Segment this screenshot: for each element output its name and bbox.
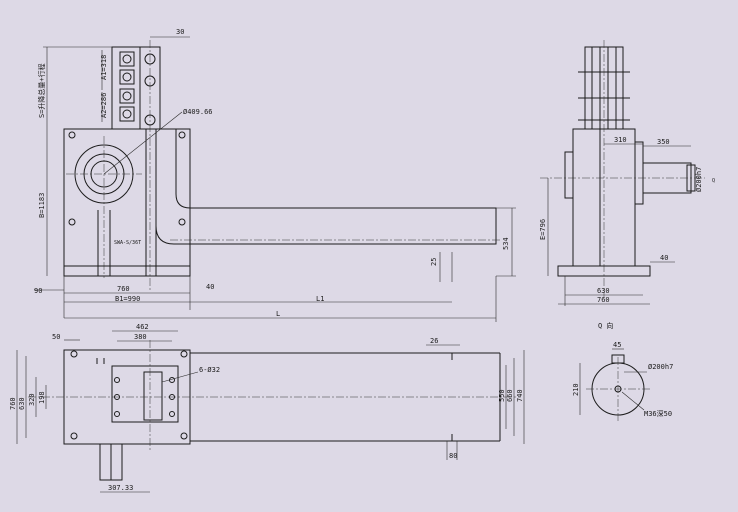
dim-l1-label: L1: [316, 295, 324, 303]
top-dim-380-label: 380: [134, 333, 147, 341]
dim-25-label: 25: [430, 258, 438, 266]
top-dim-630-label: 630: [18, 397, 26, 410]
top-dim-307-label: 307.33: [108, 484, 133, 492]
dim-90-label: 90: [34, 287, 42, 295]
dim-40-label: 40: [206, 283, 214, 291]
side-dim-shaft-label: Ø200h7: [695, 167, 703, 192]
top-view: 50 462 380 6-Ø32 760 630 320 198 26 550 …: [9, 323, 525, 493]
side-dim-350-label: 350: [657, 138, 670, 146]
dim-30-label: 30: [176, 28, 184, 36]
q-dim-thread-label: M36深50: [644, 409, 672, 418]
q-dim-45-label: 45: [613, 341, 621, 349]
nameplate-label: SWA-S/36T: [114, 240, 141, 246]
side-dim-630-label: 630: [597, 287, 610, 295]
side-view: 310 350 Ø200h7 Q E=796 40 630 760: [539, 40, 715, 306]
dim-760-label: 760: [117, 285, 130, 293]
top-dim-80-label: 80: [449, 452, 457, 460]
top-dim-740-label: 740: [516, 389, 524, 402]
dim-l-label: L: [276, 310, 280, 318]
side-dim-40-label: 40: [660, 254, 668, 262]
q-view: Q 向 45 Ø200h7 210 M36深50: [572, 321, 673, 421]
side-dim-310-label: 310: [614, 136, 627, 144]
dim-b1-label: B1=990: [115, 295, 140, 303]
dim-b-label: B=1183: [38, 193, 46, 218]
top-dim-550-label: 550: [498, 389, 506, 402]
top-dim-760-label: 760: [9, 397, 17, 410]
q-view-title: Q 向: [598, 321, 613, 330]
top-dim-26-label: 26: [430, 337, 438, 345]
q-dim-210-label: 210: [572, 383, 580, 396]
top-dim-holes-label: 6-Ø32: [199, 366, 220, 374]
q-dim-shaft-label: Ø200h7: [648, 363, 673, 371]
dim-a2-label: A2=286: [100, 93, 108, 118]
dim-534-label: 534: [502, 237, 510, 250]
worm-gear: [66, 111, 183, 278]
side-mark-q: Q: [712, 178, 715, 184]
side-dim-760-label: 760: [597, 296, 610, 304]
top-dim-462-label: 462: [136, 323, 149, 331]
front-view: SWA-S/36T S=升降总量+行程 B=1183 A1=318 A2=286…: [34, 28, 516, 322]
dim-diameter-label: Ø409.66: [183, 108, 213, 116]
top-dim-660-label: 660: [506, 389, 514, 402]
dim-s-label: S=升降总量+行程: [37, 63, 46, 118]
top-dim-198-label: 198: [38, 391, 46, 404]
top-dim-320-label: 320: [28, 393, 36, 406]
dim-a1-label: A1=318: [100, 55, 108, 80]
top-dim-50-label: 50: [52, 333, 60, 341]
side-dim-e-label: E=796: [539, 219, 547, 240]
